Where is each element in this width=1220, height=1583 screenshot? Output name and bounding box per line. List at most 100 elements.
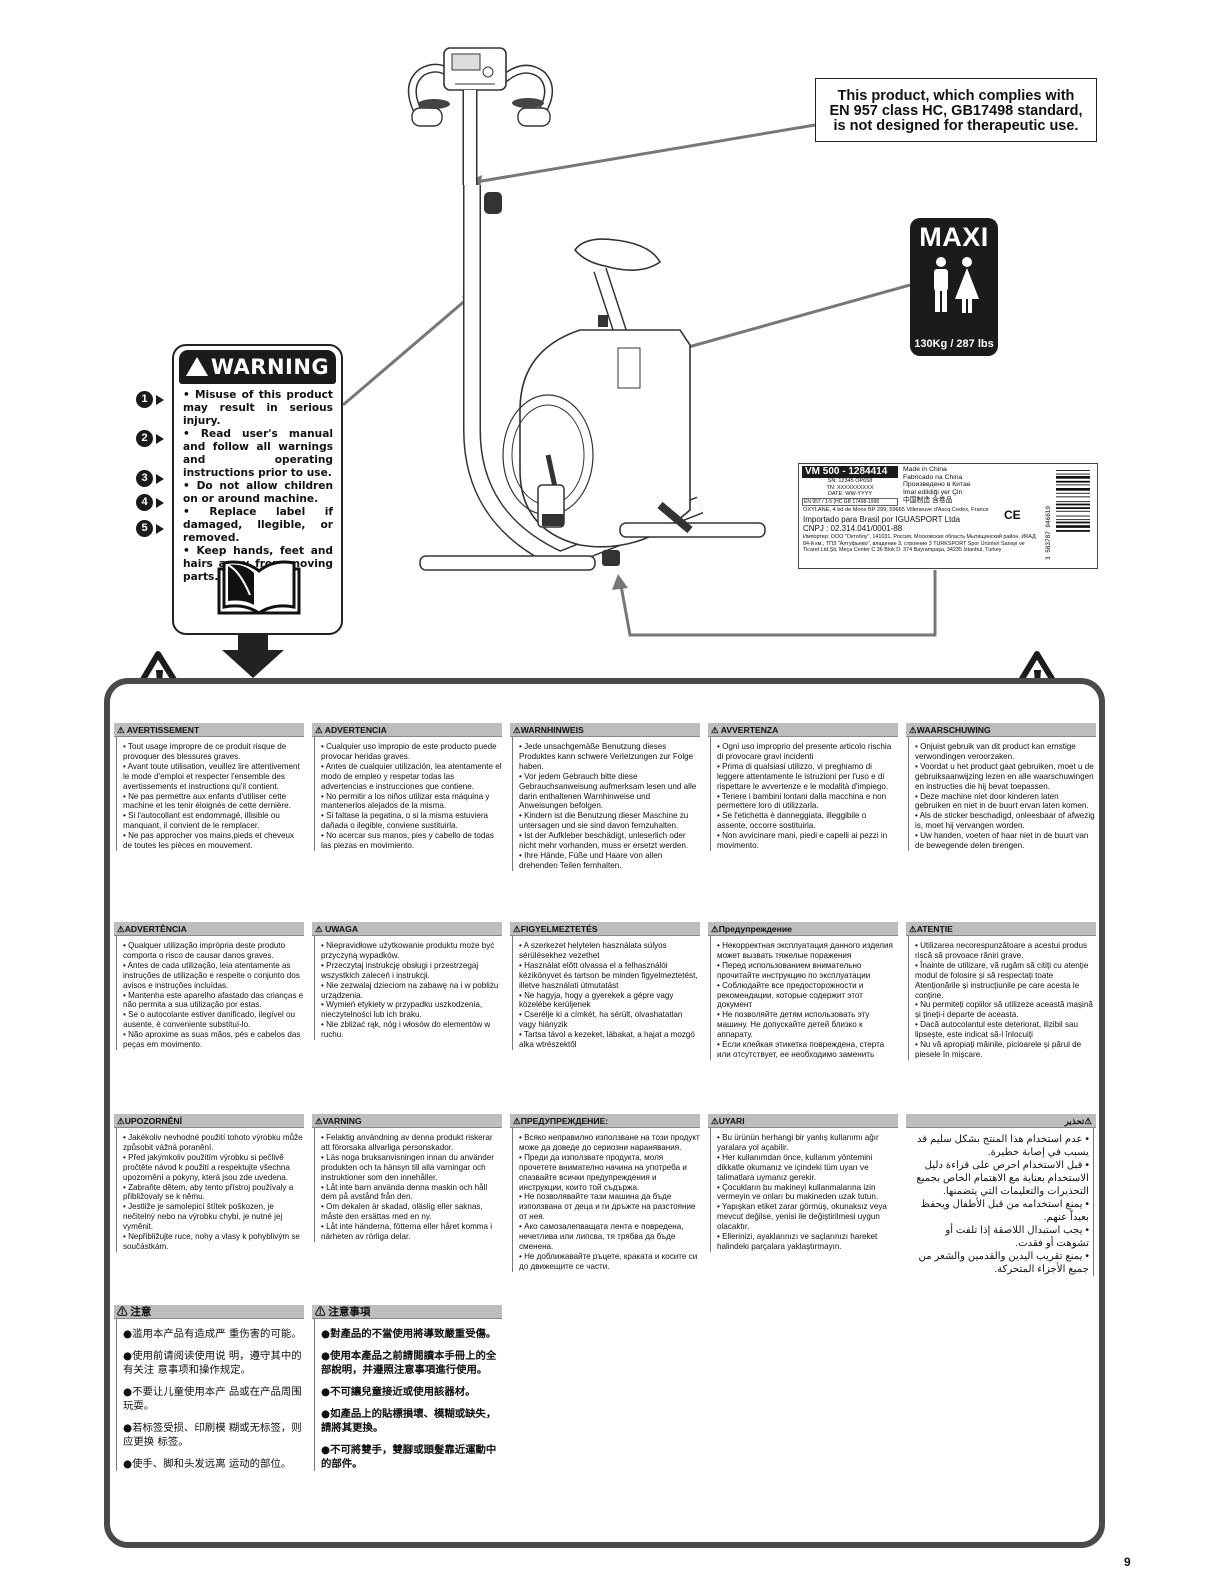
product-code: DATE: WW-YYYY xyxy=(827,491,873,497)
made-in-line: Fabricado na China xyxy=(903,473,963,481)
maxi-arrow xyxy=(659,283,911,357)
warning-section-title: تحذير⚠ xyxy=(906,1114,1096,1128)
warning-section-line: • Yapışkan etiket zarar görmüş, okunaksı… xyxy=(717,1202,887,1232)
page-number: 9 xyxy=(1124,1555,1131,1569)
warning-section-body: • A szerkezet helytelen használata súlyo… xyxy=(512,936,700,1050)
warning-section: ⚠ AVERTISSEMENT• Tout usage impropre de … xyxy=(114,723,304,851)
warning-section-line: • Ne pas permettre aux enfants d'utilise… xyxy=(123,791,291,811)
warning-section-line: • قبل الاستخدام احرص على قراءة دليل الاس… xyxy=(916,1160,1089,1197)
warning-section-line: • Si l'autocollant est endommagé, illisi… xyxy=(123,811,280,831)
product-model: VM 500 - 1284414 xyxy=(802,466,898,478)
warning-section: ⚠UYARI • Bu ürünün herhangi bir yanlış ku… xyxy=(708,1114,898,1252)
warning-section-line: • Läs noga bruksanvisningen innan du anv… xyxy=(321,1152,494,1182)
callout-3: 3 xyxy=(136,470,172,488)
warning-section: ⚠ПРЕДУПРЕЖДЕНИЕ:• Всяко неправилно изпол… xyxy=(510,1114,700,1272)
callout-5: 5 xyxy=(136,520,172,538)
warning-section-line: • Nie zbliżać rąk, nóg i włosów do eleme… xyxy=(321,1020,491,1040)
warning-section-line: • Před jakýmkoliv použitím výrobku si pe… xyxy=(123,1152,290,1182)
compliance-line: is not designed for therapeutic use. xyxy=(833,118,1079,134)
warning-section-title: ⚠VARNING xyxy=(312,1114,502,1128)
warning-section-line: • Cserélje ki a címkét, ha sérült, olvas… xyxy=(519,1010,683,1030)
warning-line: • Replace label if damaged, llegible, or… xyxy=(183,506,333,544)
warning-section: ⚠WARNHINWEIS• Jede unsachgemäße Benutzun… xyxy=(510,723,700,871)
warning-section-line: • Mantenha este aparelho afastado das cr… xyxy=(123,990,304,1010)
barcode-icon: 3 583787 946610 xyxy=(1045,470,1090,560)
warning-section-line: • Tartsa távol a kezeket, lábakat, a haj… xyxy=(519,1030,695,1050)
warning-section-line: • Ellerinizi, ayaklarınızı ve saçlarınız… xyxy=(717,1232,878,1251)
warning-section-line: • Nu permiteți copiilor să utilizeze ace… xyxy=(915,1000,1093,1020)
warning-section-line: • Çocukların bu makineyi kullanmalarına … xyxy=(717,1182,879,1202)
warning-section-line: • يمنع تقريب اليدين والقدمين والشعر من ج… xyxy=(918,1251,1090,1275)
warning-section-line: • Ако самозалепващата лента е повредена,… xyxy=(519,1222,684,1251)
warning-section-body: • Jakékoliv nevhodné použití tohoto výro… xyxy=(116,1128,304,1252)
warning-section-title: ⚠WARNHINWEIS xyxy=(510,723,700,737)
warning-section-body: • Jede unsachgemäße Benutzung dieses Pro… xyxy=(512,737,700,871)
warning-label-body: • Misuse of this product may result in s… xyxy=(174,384,341,584)
warning-section-line: • Om dekalen är skadad, oläslig eller sa… xyxy=(321,1202,483,1222)
warning-section-body: • Qualquer utilização imprópria deste pr… xyxy=(116,936,304,1050)
warning-section-title: ⚠ AVVERTENZA xyxy=(708,723,898,737)
warning-section-line: • Wymień etykiety w przypadku uszkodzeni… xyxy=(321,1000,483,1020)
warning-section-line: • Nepřibližujte ruce, nohy a vlasy k poh… xyxy=(123,1232,300,1251)
warning-section: ⚠ AVVERTENZA• Ogni uso improprio del pre… xyxy=(708,723,898,851)
compliance-line: EN 957 class HC, GB17498 standard, xyxy=(829,103,1083,119)
warning-section-line: • Не позволяйте детям использовать эту м… xyxy=(717,1010,870,1040)
warning-section: ⚠ UWAGA• Niepravidłowe użytkowanie produ… xyxy=(312,922,502,1041)
warning-section-line: ●不可讓兒童接近或使用該器材。 xyxy=(321,1386,476,1398)
warning-section: ⚠UPOZORNĚNÍ• Jakékoliv nevhodné použití … xyxy=(114,1114,304,1252)
product-made-in: Made in China Fabricado na China Произве… xyxy=(903,466,1023,505)
callout-number: 5 xyxy=(136,520,153,537)
warning-section-line: • Használat előtt olvassa el a felhaszná… xyxy=(519,960,698,990)
warning-section-title: ⚠UYARI xyxy=(708,1114,898,1128)
callout-number: 1 xyxy=(136,391,153,408)
warning-arrow xyxy=(342,291,475,407)
warning-section: ⚠ADVERTÊNCIA• Qualquer utilização impróp… xyxy=(114,922,304,1050)
warning-section-title: ⚠Предупреждение xyxy=(708,922,898,936)
warning-section-line: • Не доближавайте ръцете, краката и коси… xyxy=(519,1251,698,1271)
warning-section-title: ⚠WAARSCHUWING xyxy=(906,723,1096,737)
warning-line: • Misuse of this product may result in s… xyxy=(183,389,333,427)
warning-section-body: • Niepravidłowe użytkowanie produktu moż… xyxy=(314,936,502,1041)
product-import: Importado para Brasil por IGUASPORT Ltda xyxy=(803,515,961,524)
warning-section-line: • Als de sticker beschadigd, onleesbaar … xyxy=(915,811,1095,831)
warning-line: • Keep hands, feet and hairs away from m… xyxy=(183,545,333,583)
warning-section-line: • Ihre Hände, Füße und Haare von allen d… xyxy=(519,850,663,870)
warning-label: WARNING • Misuse of this product may res… xyxy=(172,344,343,635)
warning-section-line: • Некорректная эксплуатация данного изде… xyxy=(717,941,893,960)
warning-section-line: • Não aproxime as suas mãos, pés e cabel… xyxy=(123,1030,301,1050)
warning-section-line: • Перед использованием внимательно прочи… xyxy=(717,960,871,980)
warning-section: تحذير⚠• عدم استخدام هذا المنتج بشكل سليم… xyxy=(906,1114,1096,1276)
warning-section: ⚠ ADVERTENCIA• Cualquier uso impropio de… xyxy=(312,723,502,851)
callout-1: 1 xyxy=(136,391,172,409)
warning-section-line: • Si faltase la pegatina, o si la misma … xyxy=(321,811,489,831)
warning-section-body: • Всяко неправилно използване на този пр… xyxy=(512,1128,700,1272)
warning-section-line: • Nie zezwalaj dzieciom na zabawę na i w… xyxy=(321,980,499,1000)
made-in-line: Произведено в Китае xyxy=(903,481,971,489)
warning-section-line: • Utilizarea necorespunzătoare a acestui… xyxy=(915,941,1088,960)
warning-section-line: • No acercar sus manos, pies y cabello d… xyxy=(321,831,494,851)
warning-section-line: • Onjuist gebruik van dit product kan er… xyxy=(915,742,1076,761)
product-codes: SN: 12345 OP658 TN: XXXXXXXXXX DATE: WW-… xyxy=(802,478,898,498)
warning-section-line: • Tenere i bambini lontani dalla macchin… xyxy=(717,791,887,811)
compliance-line: This product, which complies with xyxy=(837,88,1075,104)
warning-section-body: • Felaktig användning av denna produkt r… xyxy=(314,1128,502,1242)
warning-section-line: • Bu ürünün herhangi bir yanlış kullanım… xyxy=(717,1133,879,1152)
warning-line: • Do not allow children on or around mac… xyxy=(183,480,333,505)
warning-section-line: • Dacă autocolantul este deteriorat, ili… xyxy=(915,1020,1078,1040)
ce-mark: CE xyxy=(1004,508,1021,522)
warning-section-line: • Deze machine niet door kinderen laten … xyxy=(915,791,1089,811)
warning-section-title: ⚠ADVERTÊNCIA xyxy=(114,922,304,936)
warning-section: ⚠ 注意●滥用本产品有造成严 重伤害的可能。●使用前请阅读使用说 明，遵守其中的… xyxy=(114,1305,304,1479)
warning-section: ⚠Предупреждение • Некорректная эксплуатац… xyxy=(708,922,898,1060)
max-weight-capacity: 130Kg / 287 lbs xyxy=(914,338,994,350)
compliance-note: This product, which complies with EN 957… xyxy=(815,78,1097,142)
warning-section-title: ⚠ 注意 xyxy=(114,1305,304,1319)
warning-section-line: • يمنع استخدامه من قبل الأطفال ويحفظ بعي… xyxy=(920,1199,1089,1223)
warning-section-body: • Onjuist gebruik van dit product kan er… xyxy=(908,737,1096,851)
warning-section-line: • Non avvicinare mani, piedi e capelli a… xyxy=(717,831,888,851)
warning-section-line: • Cualquier uso impropio de este product… xyxy=(321,742,497,761)
callout-number: 2 xyxy=(136,430,153,447)
warning-section-body: • Tout usage impropre de ce produit risq… xyxy=(116,737,304,851)
callout-4: 4 xyxy=(136,494,172,512)
